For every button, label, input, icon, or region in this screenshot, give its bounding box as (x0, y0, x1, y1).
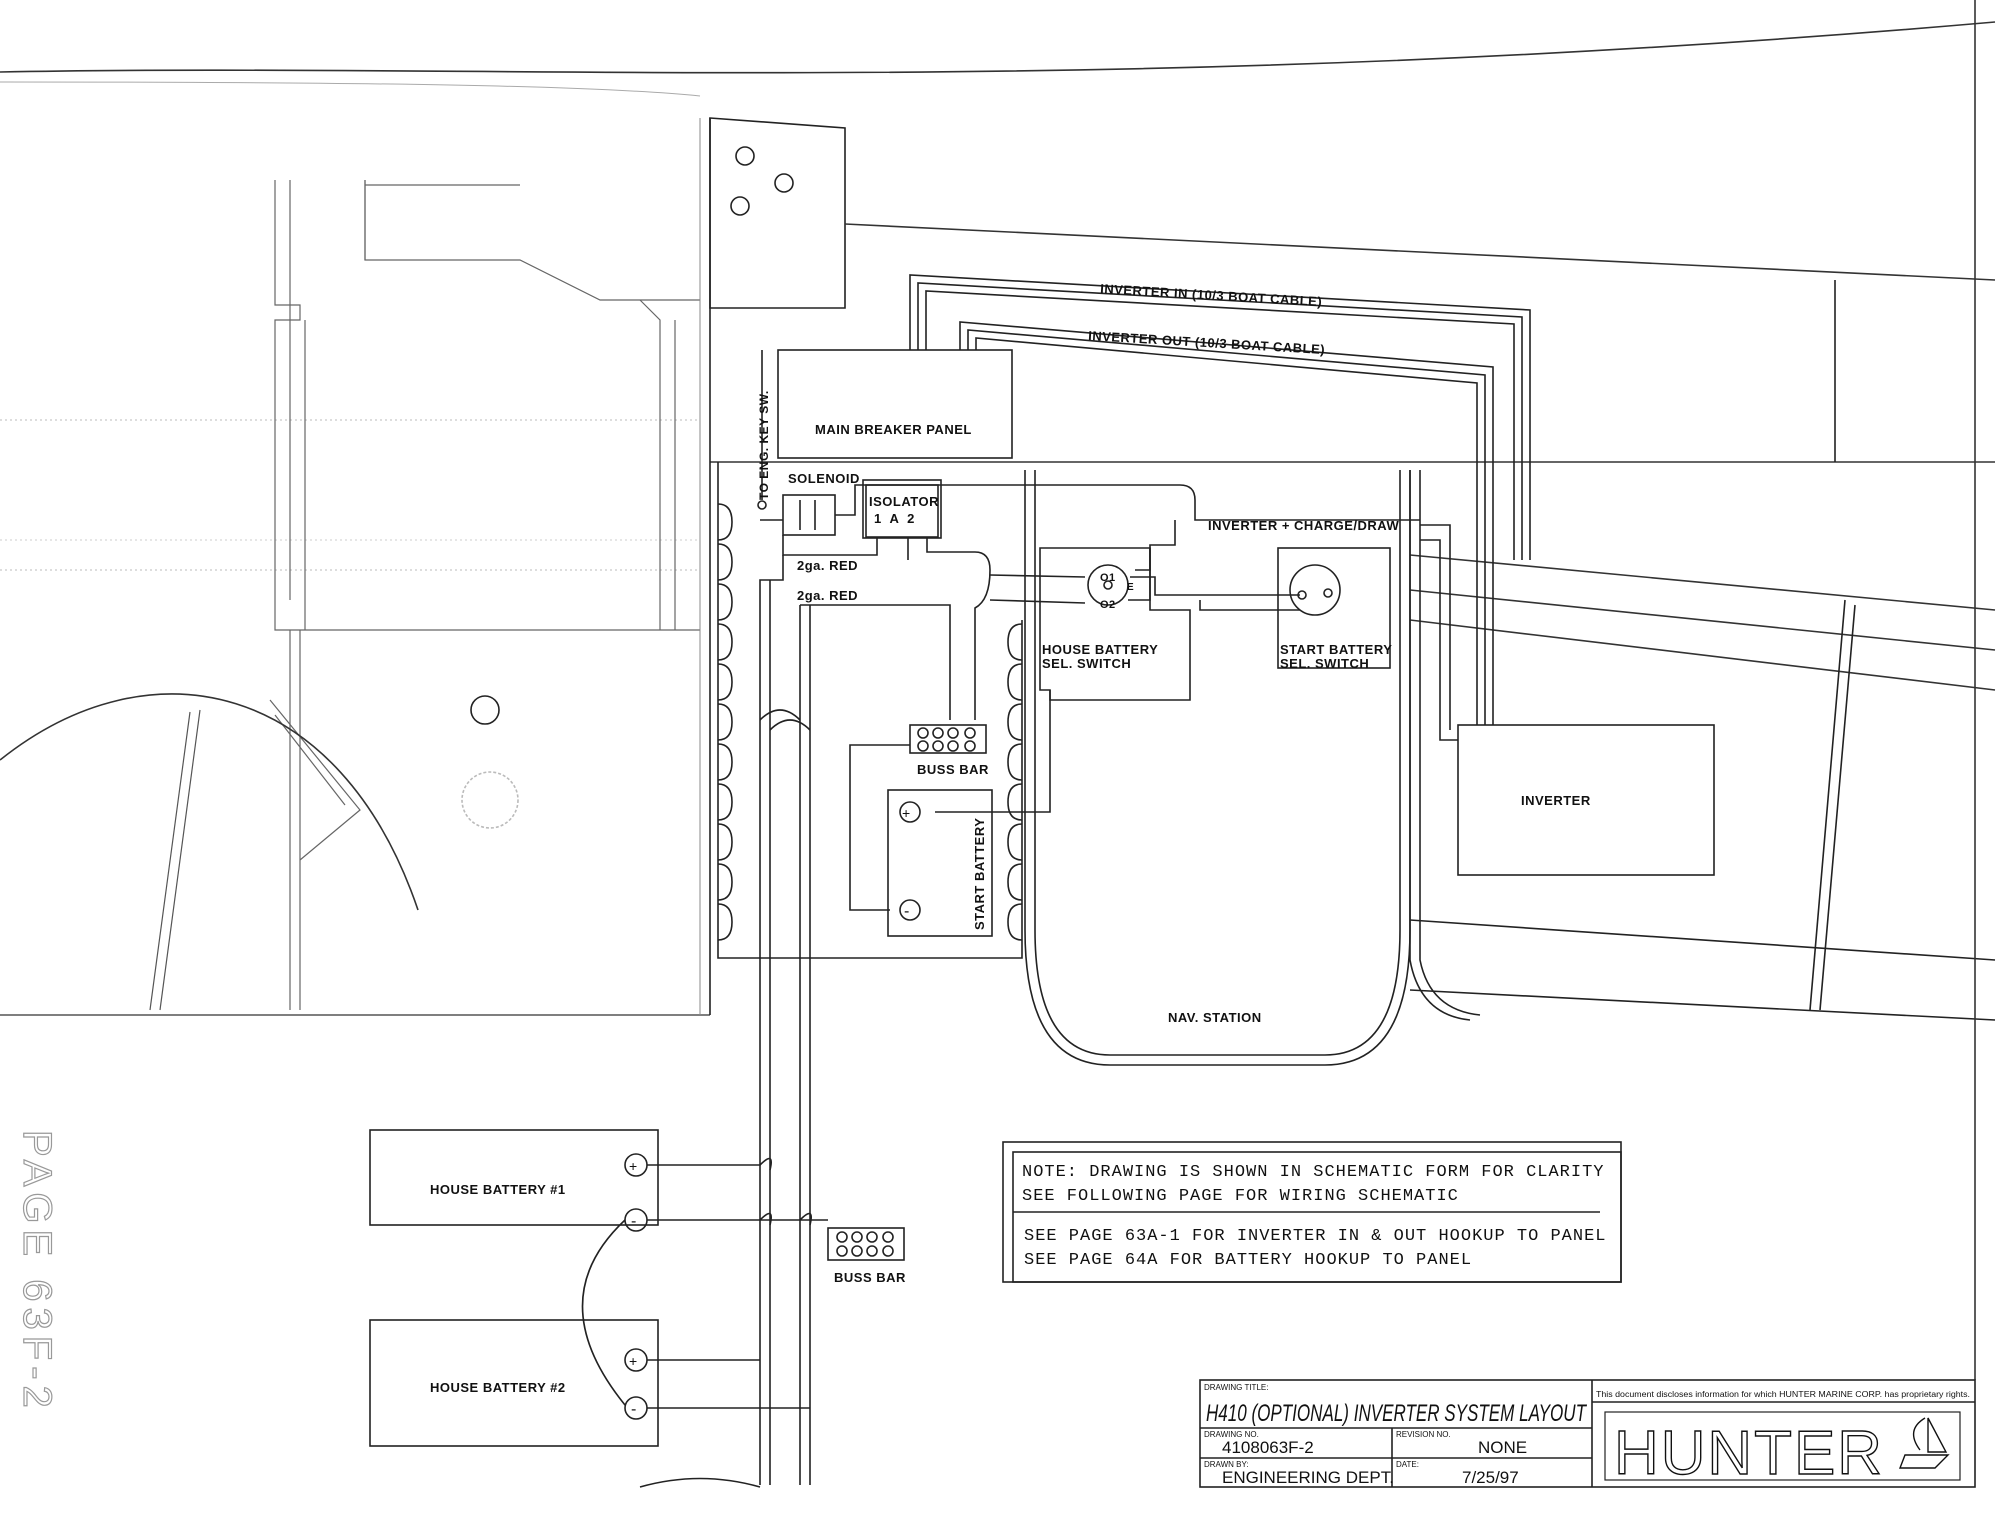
svg-text:HUNTER: HUNTER (1614, 1419, 1884, 1488)
inverter-unit (1457, 724, 1715, 876)
buss-bar-upper-label: BUSS BAR (917, 762, 989, 777)
house-switch-label-1: HOUSE BATTERY (1042, 642, 1158, 657)
house-switch-panel (1039, 547, 1191, 701)
buss-bar-lower (827, 1227, 905, 1261)
switch-pos-2: O2 (1100, 599, 1116, 611)
note-line-2: SEE FOLLOWING PAGE FOR WIRING SCHEMATIC (1022, 1187, 1459, 1206)
revision: NONE (1478, 1438, 1527, 1457)
red-2ga-wire (759, 555, 784, 1485)
companionway-outline (269, 180, 700, 1010)
note-line-4: SEE PAGE 64A FOR BATTERY HOOKUP TO PANEL (1024, 1251, 1472, 1270)
date: 7/25/97 (1462, 1468, 1519, 1487)
main-breaker-label: MAIN BREAKER PANEL (815, 422, 972, 437)
start-battery-minus: - (904, 903, 909, 920)
note-line-3: SEE PAGE 63A-1 FOR INVERTER IN & OUT HOO… (1024, 1227, 1607, 1246)
date-caption: DATE: (1396, 1460, 1419, 1469)
start-switch-label-2: SEL. SWITCH (1280, 656, 1369, 671)
start-switch-knob (1289, 564, 1341, 616)
drawing-no: 4108063F-2 (1222, 1438, 1314, 1457)
start-battery-label: START BATTERY (972, 818, 987, 930)
start-battery-plus: + (902, 805, 910, 821)
house2-plus: + (629, 1353, 637, 1369)
proprietary-disclaimer: This document discloses information for … (1596, 1390, 1970, 1399)
compartment-scallops-right (1007, 623, 1023, 941)
solenoid-label: SOLENOID (788, 471, 860, 486)
house2-minus: - (631, 1401, 636, 1418)
hunter-logo: HUNTER (1613, 1417, 1950, 1489)
page-label: PAGE 63F-2 (15, 1130, 59, 1414)
solenoid (782, 494, 836, 536)
red-wire-label-1: 2ga. RED (797, 558, 858, 573)
house1-minus: - (631, 1213, 636, 1230)
inverter-charge-label: INVERTER + CHARGE/DRAW (1208, 518, 1399, 533)
locker-arc (0, 693, 419, 911)
inverter-label: INVERTER (1521, 793, 1591, 808)
drawn-by: ENGINEERING DEPT. (1222, 1468, 1394, 1487)
house-battery-1 (369, 1129, 659, 1226)
note-line-1: NOTE: DRAWING IS SHOWN IN SCHEMATIC FORM… (1022, 1163, 1605, 1182)
drawn-by-caption: DRAWN BY: (1204, 1460, 1249, 1469)
panel-housing (709, 117, 846, 309)
compartment-scallops-left (717, 503, 733, 941)
hull-inner-line (0, 81, 701, 97)
house-switch-knob (1087, 564, 1129, 606)
nav-station-label: NAV. STATION (1168, 1010, 1262, 1025)
eng-key-sw-label: TO ENG. KEY SW. (757, 390, 771, 500)
isolator-terminals: 1 A 2 (874, 511, 915, 526)
drawing-title-caption: DRAWING TITLE: (1204, 1383, 1268, 1392)
isolator-label: ISOLATOR (869, 494, 939, 509)
deck-fitting-faint (461, 771, 519, 829)
house-battery-2 (369, 1319, 659, 1447)
title-block (1199, 1379, 1976, 1488)
hull-top-curve (0, 21, 1996, 74)
switch-pos-e: E (1127, 582, 1134, 593)
inverter-out-label: INVERTER OUT (10/3 BOAT CABLE) (1088, 328, 1326, 357)
start-switch-label-1: START BATTERY (1280, 642, 1392, 657)
battery-compartment (717, 462, 1023, 959)
start-switch-panel (1277, 547, 1391, 669)
drawing-no-caption: DRAWING NO. (1204, 1430, 1259, 1439)
house-switch-label-2: SEL. SWITCH (1042, 656, 1131, 671)
buss-bar-upper (909, 724, 987, 754)
house-battery-1-label: HOUSE BATTERY #1 (430, 1182, 566, 1197)
start-battery (887, 789, 993, 937)
red-wire-label-2: 2ga. RED (797, 588, 858, 603)
drawing-title: H410 (OPTIONAL) INVERTER SYSTEM LAYOUT (1206, 1400, 1588, 1427)
inverter-in-cable (909, 274, 1531, 560)
revision-caption: REVISION NO. (1396, 1430, 1451, 1439)
house1-plus: + (629, 1158, 637, 1174)
deck-fitting (470, 695, 500, 725)
house-battery-2-label: HOUSE BATTERY #2 (430, 1380, 566, 1395)
switch-pos-1: O1 (1100, 572, 1116, 584)
main-breaker-panel (777, 349, 1013, 459)
inverter-out-cable (959, 321, 1494, 725)
nav-station-outline (1024, 470, 1411, 1066)
buss-bar-lower-label: BUSS BAR (834, 1270, 906, 1285)
inverter-in-label: INVERTER IN (10/3 BOAT CABLE) (1100, 281, 1323, 309)
